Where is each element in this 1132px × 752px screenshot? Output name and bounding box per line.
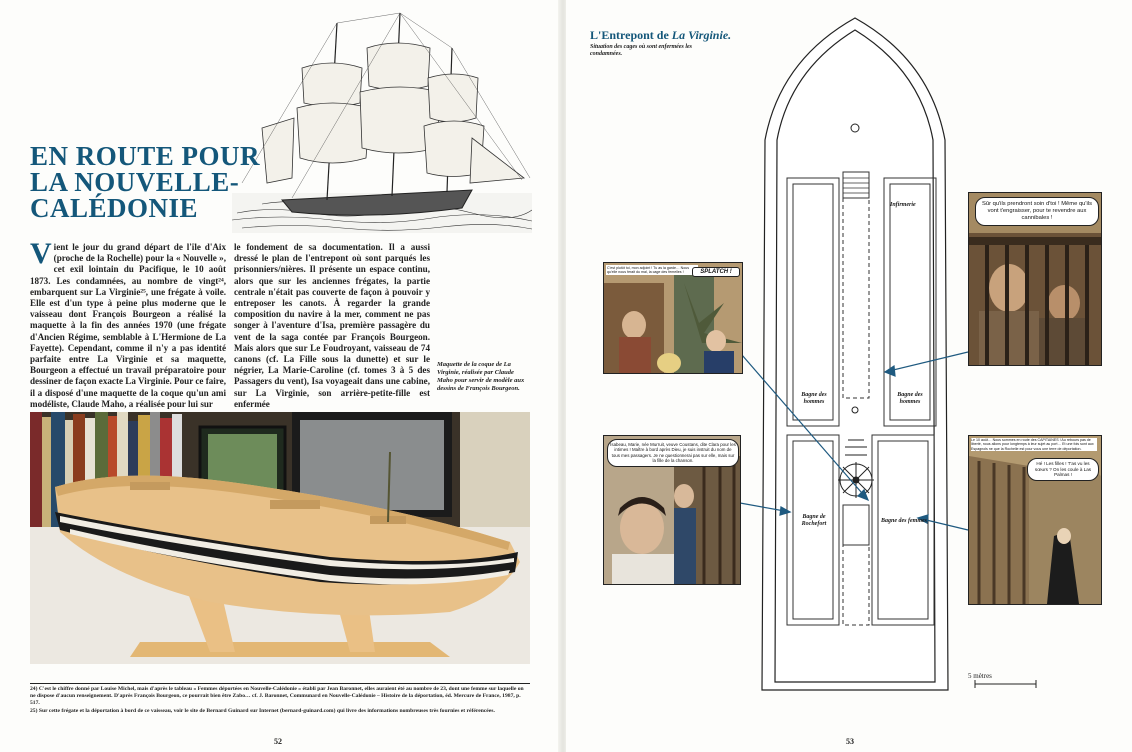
comic-panel-top-right: Sûr qu'ils prendront soin d'toi ! Même q… bbox=[968, 192, 1102, 366]
footnotes: 24) C'est le chiffre donné par Louise Mi… bbox=[30, 683, 530, 716]
ship-model-photo bbox=[30, 412, 530, 664]
right-page bbox=[566, 0, 1132, 752]
title-line: EN ROUTE POUR bbox=[30, 141, 261, 171]
page-number: 52 bbox=[274, 737, 282, 746]
label-bagne-femmes: Bagne des femmes bbox=[881, 518, 927, 524]
label-bagne-hommes-left: Bagne des hommes bbox=[801, 392, 827, 405]
label-bagne-hommes-right: Bagne des hommes bbox=[897, 392, 923, 405]
photo-caption: Maquette de la coque de La Virginie, réa… bbox=[437, 361, 525, 392]
comic-panel-bottom-left: Isabeau, Marie, née Murruit, veuve Coust… bbox=[603, 435, 741, 585]
label-bagne-rochefort: Bagne de Rochefort bbox=[801, 514, 827, 527]
page-number: 53 bbox=[846, 737, 854, 746]
scale-label: 5 mètres bbox=[968, 672, 992, 680]
panel-speech-bubble: Sûr qu'ils prendront soin d'toi ! Même q… bbox=[975, 197, 1099, 226]
footnote: 25) Sur cette frégate et la déportation … bbox=[30, 708, 495, 714]
comic-panel-top-left: C'est plutôt toi, mon adjoint ! Tu as la… bbox=[603, 262, 743, 374]
left-page: EN ROUTE POUR LA NOUVELLE- CALÉDONIE V i… bbox=[0, 0, 560, 752]
plan-title-ship: La Virginie. bbox=[671, 28, 732, 42]
plan-subtitle: Situation des cages où sont enfermées le… bbox=[590, 44, 693, 57]
title-line: CALÉDONIE bbox=[30, 193, 199, 223]
body-column-1: V ient le jour du grand départ de l'île … bbox=[30, 237, 226, 410]
chapter-title: EN ROUTE POUR LA NOUVELLE- CALÉDONIE bbox=[30, 141, 280, 223]
body-text: le fondement de sa documentation. Il a a… bbox=[234, 242, 430, 409]
panel-caption: Le 10 août… Nous sommes en route des CAP… bbox=[971, 438, 1097, 451]
body-column-2: le fondement de sa documentation. Il a a… bbox=[234, 242, 430, 410]
label-infirmerie: Infirmerie bbox=[890, 202, 916, 208]
ship-engraving bbox=[232, 12, 532, 233]
plan-title: L'Entrepont de La Virginie. bbox=[590, 28, 731, 43]
panel-speech-bubble: Hé ! Les filles ! T'as vu les sœurs ? On… bbox=[1027, 458, 1099, 481]
comic-panel-bottom-right: Le 10 août… Nous sommes en route des CAP… bbox=[968, 435, 1102, 605]
plan-title-prefix: L'Entrepont de bbox=[590, 28, 672, 42]
body-text: ient le jour du grand départ de l'île d'… bbox=[30, 242, 226, 409]
panel-speech-bubble: Isabeau, Marie, née Murruit, veuve Coust… bbox=[607, 439, 739, 467]
drop-cap: V bbox=[30, 237, 52, 270]
panel-sfx: SPLATCH ! bbox=[692, 267, 740, 277]
footnote: 24) C'est le chiffre donné par Louise Mi… bbox=[30, 686, 524, 706]
panel-caption: C'est plutôt toi, mon adjoint ! Tu as la… bbox=[606, 265, 698, 276]
title-line: LA NOUVELLE- bbox=[30, 167, 240, 197]
book-gutter bbox=[558, 0, 568, 752]
